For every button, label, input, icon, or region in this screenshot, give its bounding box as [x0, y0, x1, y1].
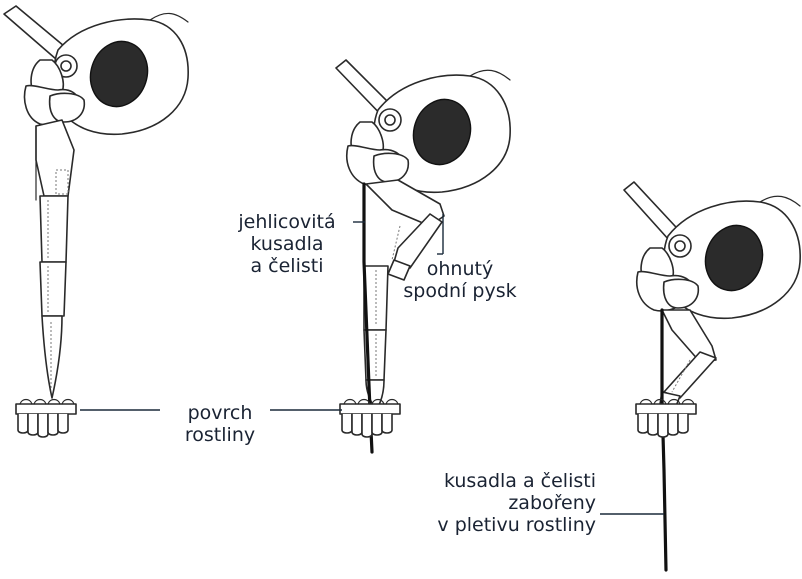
- figure-1-proboscis-segment-2: [40, 262, 66, 316]
- label-stylets-embedded-line-1: kusadla a čelisti: [400, 470, 596, 492]
- figure-3-stylets-inserted: [662, 310, 666, 570]
- label-stylets-embedded: kusadla a čelisti zabořeny v pletivu ros…: [400, 470, 596, 536]
- figure-2-insect-head-bending: [336, 60, 510, 452]
- label-needle-stylets-line-2: kusadla: [223, 233, 351, 255]
- label-plant-surface: povrch rostliny: [171, 402, 269, 446]
- figure-3-folded-labium-lower: [664, 352, 716, 398]
- label-needle-stylets-line-3: a čelisti: [223, 255, 351, 277]
- label-plant-surface-line-2: rostliny: [171, 424, 269, 446]
- figure-1-plant-surface: [16, 400, 76, 438]
- label-bent-labium-line-1: ohnutý: [400, 258, 520, 280]
- figure-1-proboscis-tip: [42, 316, 62, 398]
- label-plant-surface-line-1: povrch: [171, 402, 269, 424]
- label-bent-labium: ohnutý spodní pysk: [400, 258, 520, 302]
- figure-1-proboscis-base: [36, 120, 74, 196]
- label-bent-labium-line-2: spodní pysk: [400, 280, 520, 302]
- figure-3-plant-surface: [636, 400, 696, 438]
- figure-2-plant-surface: [340, 400, 400, 438]
- label-stylets-embedded-line-3: v pletivu rostliny: [400, 514, 596, 536]
- label-needle-stylets-line-1: jehlicovitá: [223, 211, 351, 233]
- figure-1-insect-head-resting: [4, 6, 188, 437]
- label-needle-stylets: jehlicovitá kusadla a čelisti: [223, 211, 351, 277]
- figure-1-proboscis-segment-1: [40, 196, 68, 262]
- label-stylets-embedded-line-2: zabořeny: [400, 492, 596, 514]
- figure-3-insect-head-feeding: [624, 182, 800, 570]
